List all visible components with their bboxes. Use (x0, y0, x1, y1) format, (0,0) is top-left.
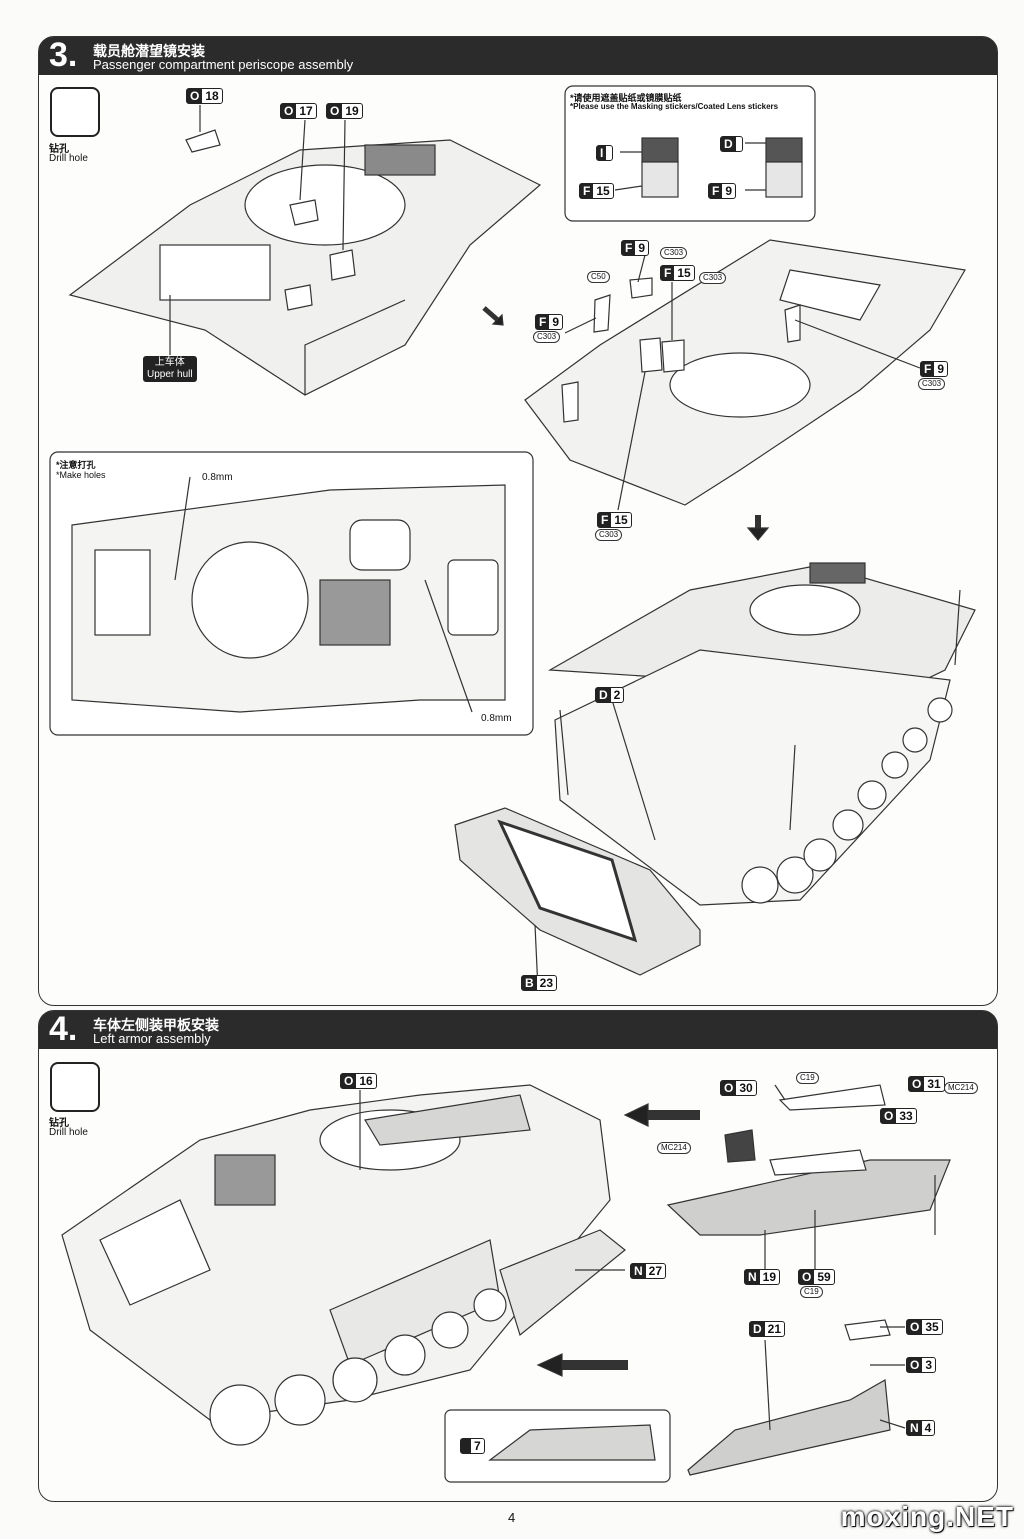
sticker-note-en: *Please use the Masking stickers/Coated … (570, 102, 779, 111)
step-number: 4. (49, 1010, 78, 1048)
watermark: moxing.NET (840, 1501, 1014, 1532)
color-chip: MC214 (657, 1142, 691, 1154)
upper-hull-en: Upper hull (147, 369, 193, 380)
drill-icon (50, 87, 100, 137)
upper-hull-cn: 上车体 (154, 357, 185, 368)
step-title-cn: 载员舱潜望镜安装 (93, 43, 205, 59)
color-chip: C303 (533, 331, 561, 343)
hole-size-label: 0.8mm (481, 713, 512, 724)
part-d: D (720, 136, 743, 152)
color-chip: C50 (587, 271, 610, 283)
step-title-en: Left armor assembly (93, 1031, 211, 1046)
color-chip: C303 (660, 247, 688, 259)
color-chip: C303 (918, 378, 946, 390)
part-7: 7 (460, 1438, 485, 1454)
color-chip: MC214 (944, 1082, 978, 1094)
part-i: I (596, 145, 614, 161)
color-chip: C303 (595, 529, 623, 541)
hole-size-label: 0.8mm (202, 472, 233, 483)
page-number: 4 (508, 1510, 516, 1525)
drill-label-cn: 钻孔 (49, 144, 69, 155)
drill-label-en: Drill hole (49, 1127, 88, 1138)
step3-header: 3. 载员舱潜望镜安装 Passenger compartment perisc… (39, 36, 997, 75)
upper-hull-label: 上车体 Upper hull (143, 356, 197, 382)
color-chip: C303 (699, 272, 727, 284)
color-chip: C19 (796, 1072, 819, 1084)
sticker-note-cn: *请使用遮盖贴纸或镜膜贴纸 (570, 93, 682, 103)
step-number: 3. (49, 36, 78, 74)
drill-icon (50, 1062, 100, 1112)
holes-note-en: *Make holes (56, 470, 106, 480)
drill-label-en: Drill hole (49, 153, 88, 164)
step-title-en: Passenger compartment periscope assembly (93, 57, 354, 72)
color-chip: C19 (800, 1286, 823, 1298)
holes-note-cn: *注意打孔 (56, 460, 96, 470)
drill-label-cn: 钻孔 (49, 1118, 69, 1129)
step4-header: 4. 车体左侧装甲板安装 Left armor assembly (39, 1010, 997, 1049)
step-title-cn: 车体左侧装甲板安装 (93, 1017, 219, 1033)
